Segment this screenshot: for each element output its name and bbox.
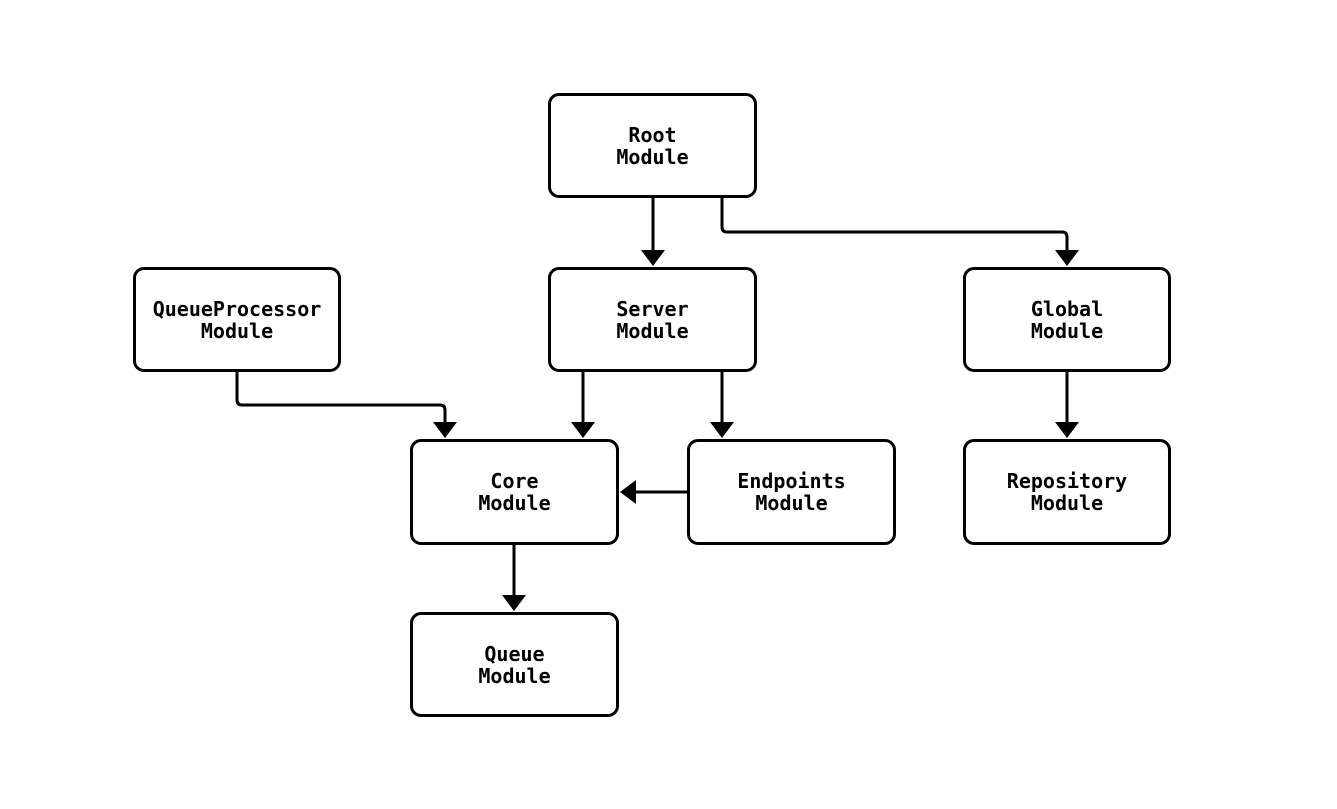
node-label: Queue Module xyxy=(478,641,551,688)
arrowhead-icon xyxy=(641,250,665,266)
arrowhead-icon xyxy=(710,422,734,438)
edge-root-to-global xyxy=(720,198,1069,252)
node-label: Server Module xyxy=(616,296,689,343)
edge-queueproc-to-core xyxy=(235,372,447,424)
arrowhead-icon xyxy=(571,422,595,438)
arrowhead-icon xyxy=(433,422,457,438)
node-queueprocessor-module: QueueProcessor Module xyxy=(133,267,341,372)
arrowhead-icon xyxy=(1055,422,1079,438)
arrowhead-icon xyxy=(502,595,526,611)
arrowhead-icon xyxy=(620,480,636,504)
node-label: Root Module xyxy=(616,122,689,169)
node-label: Repository Module xyxy=(1006,469,1128,515)
node-label: Endpoints Module xyxy=(737,469,846,515)
node-server-module: Server Module xyxy=(548,267,757,372)
node-repository-module: Repository Module xyxy=(963,439,1171,545)
node-label: Core Module xyxy=(478,469,551,515)
node-label: QueueProcessor Module xyxy=(152,296,322,343)
arrowhead-icon xyxy=(1055,250,1079,266)
node-queue-module: Queue Module xyxy=(410,612,619,717)
node-endpoints-module: Endpoints Module xyxy=(687,439,896,545)
node-root-module: Root Module xyxy=(548,93,757,198)
node-label: Global Module xyxy=(1030,296,1104,343)
node-core-module: Core Module xyxy=(410,439,619,545)
node-global-module: Global Module xyxy=(963,267,1171,372)
